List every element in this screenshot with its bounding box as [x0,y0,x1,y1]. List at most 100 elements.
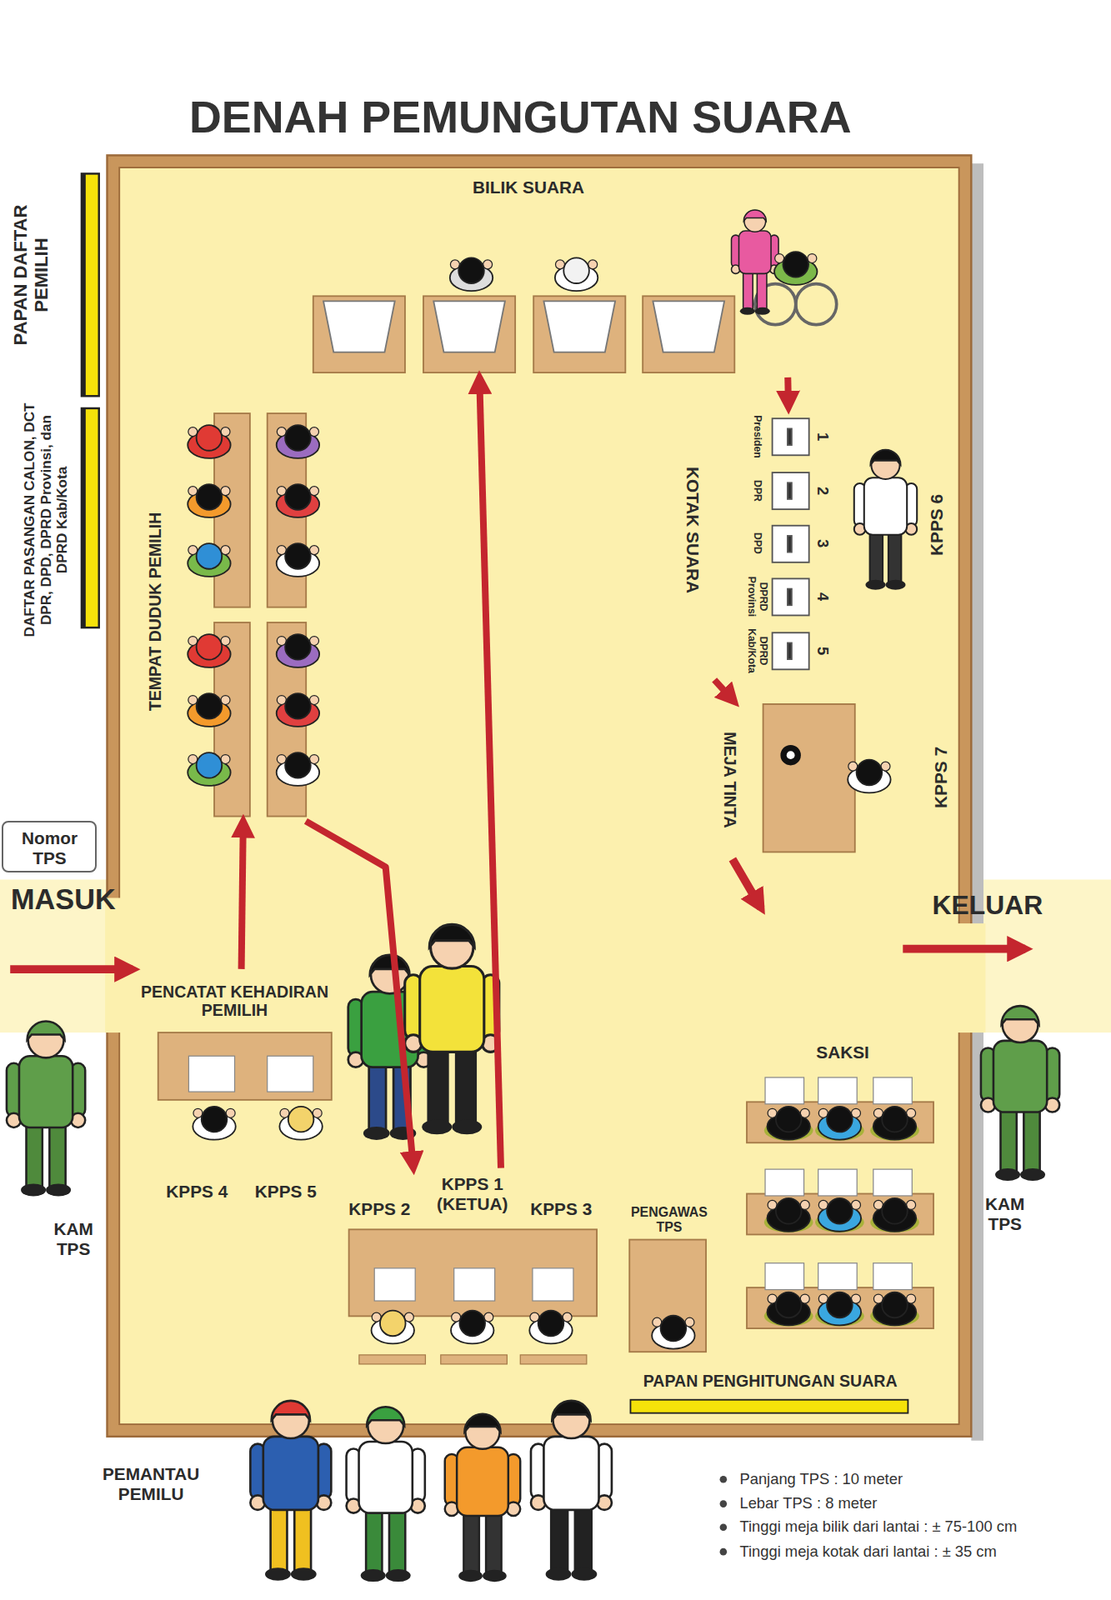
witness-table [818,1077,858,1105]
dimension-note: Tinggi meja bilik dari lantai : ± 75-100… [739,1518,1017,1537]
ballot-box [787,589,792,606]
standing-person [995,1168,1021,1182]
seated-person [196,634,223,661]
seated-person [660,1316,687,1342]
standing-person [740,307,756,316]
kpps-table [374,1268,416,1302]
seated-person [276,752,320,786]
security-label: KAM TPS [48,1219,100,1260]
witness-area: SAKSI [742,1038,937,1335]
attendance-table: PENCATAT KEHADIRAN PEMILIH [132,969,342,1102]
standing-person [482,1570,507,1582]
node-text: MEJA TINTA [720,732,741,829]
standing-person [290,1567,317,1581]
standing-person [359,1441,413,1514]
seated-person [873,1198,916,1232]
standing-person [19,1055,73,1128]
kpps-table [532,1268,574,1302]
notice-board [81,408,86,628]
seated-person [766,1292,810,1327]
standing-person [870,527,883,582]
officer-label: KPPS 5 [255,1181,317,1202]
seated-person [458,257,485,284]
seated-person [555,257,598,291]
exit-label: KELUAR [932,889,1044,921]
seated-person [371,1311,415,1345]
dimension-note: Tinggi meja kotak dari lantai : ± 35 cm [739,1542,996,1561]
standing-person [389,1504,406,1572]
standing-person [6,1020,86,1197]
standing-person [421,1119,452,1135]
kpps-table: KPPS 2KPPS 1 (KETUA)KPPS 3 [341,1168,607,1322]
notice-board [81,173,100,396]
seated-person [459,1311,486,1337]
supervisor-table: PENGAWAS TPS [617,1201,720,1356]
ballot-box: 4DPRD Provinsi [742,570,835,623]
standing-person [1020,1168,1046,1182]
dimension-note: Lebar TPS : 8 meter [739,1495,877,1513]
ballot-box [772,418,810,456]
seated-person [276,425,320,459]
candidate-board: DAFTAR PASANGAN CALON, DCT DPR, DPD, DPR… [5,398,101,642]
seated-person [285,752,311,779]
wheelchair [795,284,837,326]
standing-person [429,924,475,947]
standing-person [405,924,500,1135]
voting-booth [652,300,725,352]
standing-person [743,268,754,310]
note-bullet [720,1476,728,1556]
standing-person [1000,1103,1016,1172]
witness-table [746,1287,934,1329]
seated-person [881,1106,908,1133]
ballot-box [772,525,810,563]
standing-person [45,1183,71,1197]
attendance-table [158,1032,332,1101]
seated-person [775,1198,802,1225]
notice-board [81,408,100,628]
kpps-table [520,1355,587,1365]
note-bullet [720,1476,728,1484]
node-text: DPRD Provinsi [745,574,770,620]
standing-person [366,1406,405,1426]
node-text: 1 [813,432,831,441]
node-text: SAKSI [815,1042,870,1063]
ballot-box: 5DPRD Kab/Kota [742,625,835,677]
note-bullet [720,1500,728,1508]
seated-person [196,543,223,570]
seated-person [766,1106,810,1141]
standing-person [865,580,886,591]
seated-person [285,425,311,451]
standing-person [463,1507,480,1573]
supervisor-table [629,1240,706,1353]
standing-person [360,1569,386,1582]
ballot-box-group: KOTAK SUARA1Presiden2DPR3DPD4DPRD Provin… [673,407,838,681]
seated-person [775,1106,802,1133]
seated-person [276,693,320,727]
ballot-box: 1Presiden [742,410,835,463]
standing-person [370,955,411,976]
room-wall [119,167,959,1425]
standing-person [993,1040,1047,1113]
seated-person [450,257,493,291]
voting-booth [533,295,626,373]
seated-person [196,425,223,451]
seated-person [856,760,883,786]
seated-person [279,1106,322,1141]
standing-person [385,1569,411,1582]
node-text: PENGAWAS TPS [628,1205,711,1237]
seated-person [774,251,817,286]
standing-person [250,1401,331,1582]
ink-table [780,745,801,766]
flow-connector [241,820,244,970]
standing-person [570,1567,597,1581]
seated-person [563,257,590,284]
standing-person [263,1436,319,1511]
node-text: DAFTAR PASANGAN CALON, DCT DPR, DPD, DPR… [22,401,72,639]
witness-table [818,1263,858,1291]
standing-person [49,1118,66,1187]
node-text: DPD [751,520,764,566]
count-board [630,1400,908,1414]
witness-table [765,1169,805,1197]
room-wall [956,923,986,1033]
